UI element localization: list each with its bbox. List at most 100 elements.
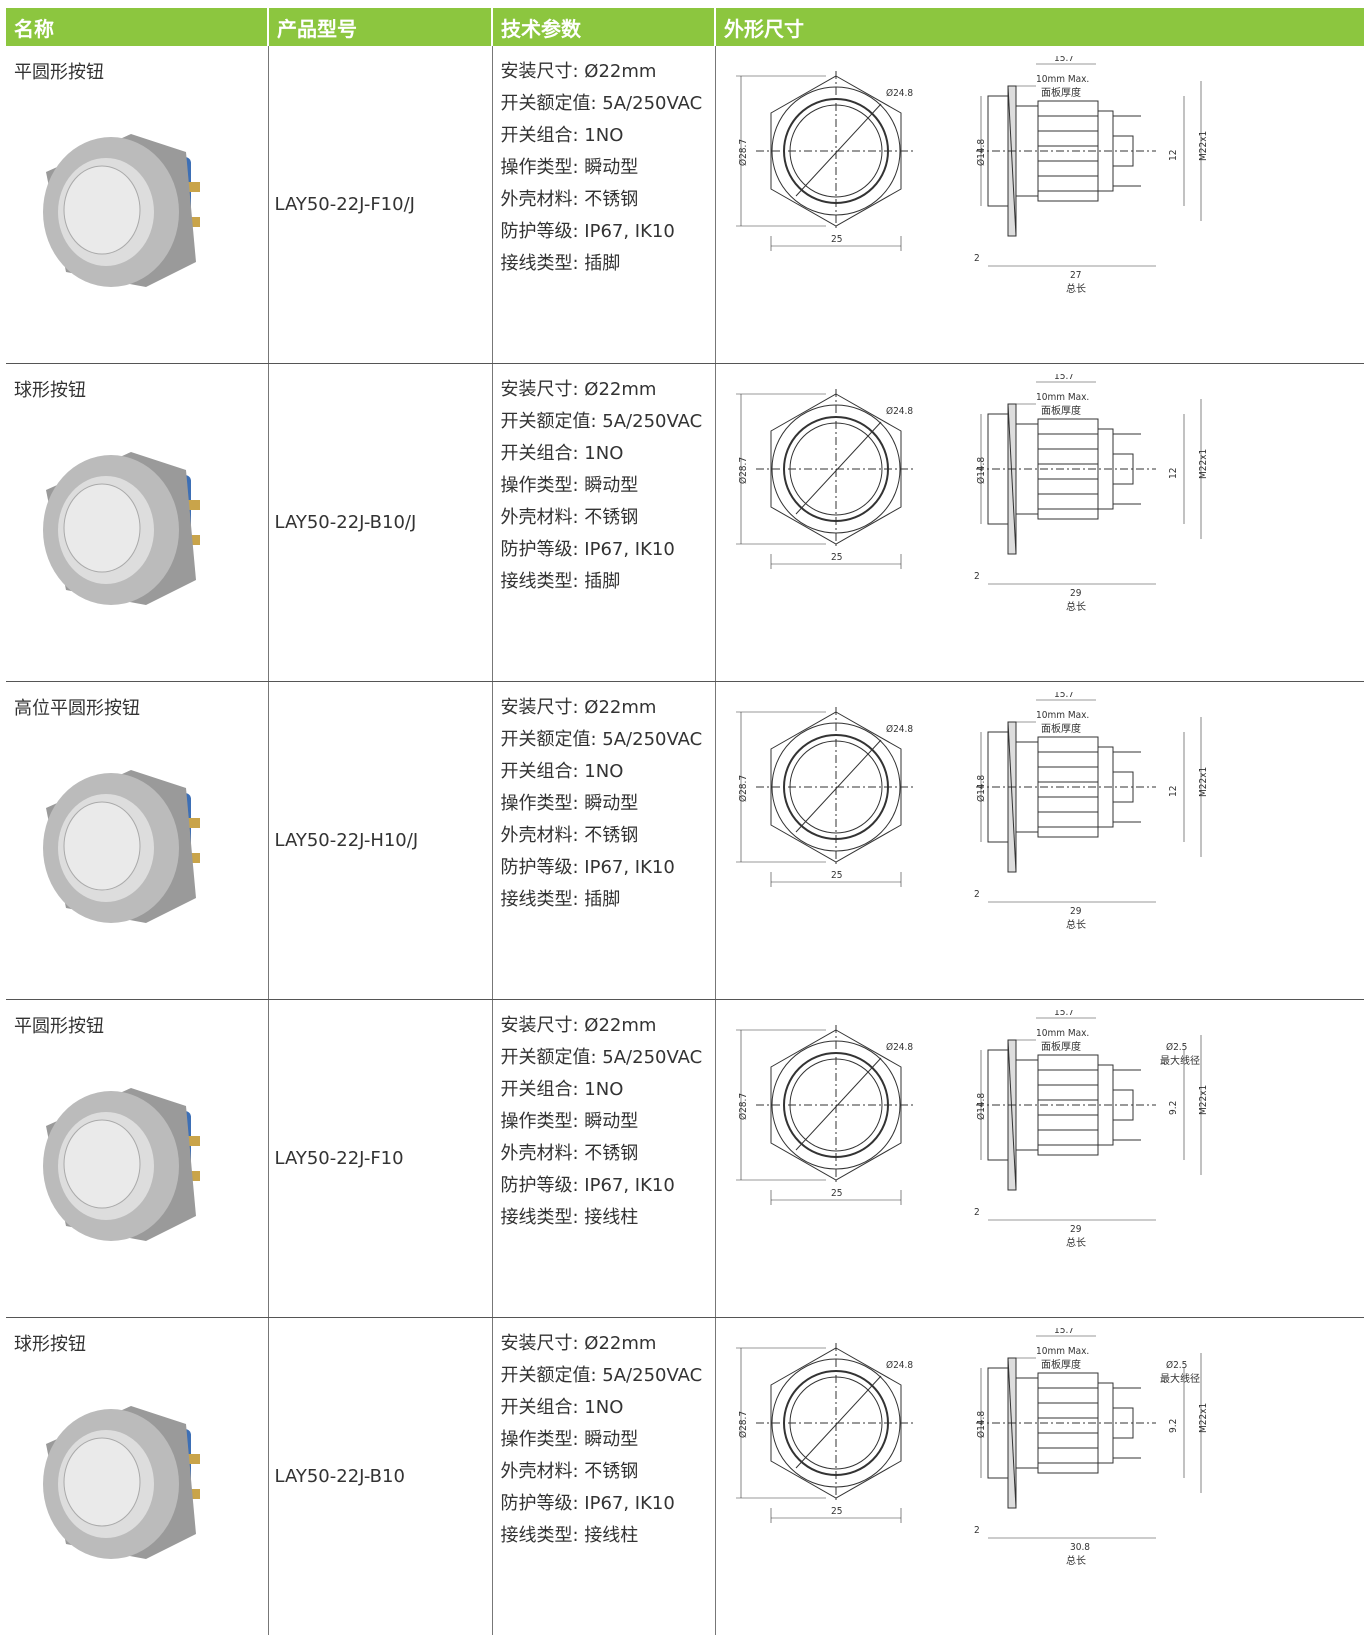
dim-ring-diameter: Ø24.8 [886,87,913,99]
product-name: 平圆形按钮 [6,1000,268,1038]
dim-ring-diameter: Ø24.8 [886,723,913,735]
dim-total-label: 总长 [1066,282,1086,295]
dim-total-label: 总长 [1066,918,1086,931]
spec-item: 安装尺寸: Ø22mm [501,1010,715,1042]
model-number: LAY50-22J-B10 [275,1466,405,1487]
dim-panel-thickness: 10mm Max. [1036,710,1089,721]
dim-top-length: 15.7 [1054,1010,1074,1018]
dim-total-length: 29 [1070,906,1082,917]
name-cell: 球形按钮 [6,1318,268,1635]
spec-item: 开关组合: 1NO [501,1074,715,1106]
model-number: LAY50-22J-H10/J [275,830,419,851]
dim-hex-width: 25 [831,870,842,881]
button-photo [36,112,236,302]
model-cell: LAY50-22J-H10/J [268,682,492,1000]
dims-cell: Ø28.7 Ø24.8 25 15.7 10mm Max. 面板厚度 Ø14.8… [715,46,1364,364]
model-number: LAY50-22J-B10/J [275,512,417,533]
spec-item: 开关额定值: 5A/250VAC [501,1042,715,1074]
model-number: LAY50-22J-F10/J [275,194,415,215]
spec-item: 开关额定值: 5A/250VAC [501,88,715,120]
dim-thread: M22x1 [1198,1085,1209,1115]
spec-item: 开关组合: 1NO [501,756,715,788]
spec-item: 接线类型: 接线柱 [501,1520,715,1552]
dim-hex-width: 25 [831,1188,842,1199]
dim-head-height: 2 [974,1207,980,1218]
spec-item: 外壳材料: 不锈钢 [501,502,715,534]
product-name: 球形按钮 [6,364,268,402]
dim-panel-label: 面板厚度 [1041,86,1081,99]
spec-item: 接线类型: 接线柱 [501,1202,715,1234]
spec-item: 外壳材料: 不锈钢 [501,184,715,216]
dim-thread: M22x1 [1198,131,1209,161]
dim-ring-diameter: Ø24.8 [886,405,913,417]
dim-wire-diameter: Ø2.5 [1166,1041,1187,1053]
dim-total-length: 30.8 [1070,1542,1090,1553]
dim-top-length: 15.7 [1054,56,1074,64]
model-cell: LAY50-22J-F10/J [268,46,492,364]
dims-cell: Ø28.7 Ø24.8 25 15.7 10mm Max. 面板厚度 Ø14.8… [715,364,1364,682]
spec-item: 操作类型: 瞬动型 [501,788,715,820]
dim-wire-label: 最大线径 [1160,1372,1200,1385]
spec-item: 开关组合: 1NO [501,1392,715,1424]
dim-panel-thickness: 10mm Max. [1036,1346,1089,1357]
button-photo [36,748,236,938]
dim-panel-thickness: 10mm Max. [1036,74,1089,85]
spec-item: 防护等级: IP67, IK10 [501,1488,715,1520]
spec-item: 操作类型: 瞬动型 [501,470,715,502]
dim-total-label: 总长 [1066,1554,1086,1567]
dimension-drawing: Ø28.7 Ø24.8 25 15.7 10mm Max. 面板厚度 Ø14.8… [736,1010,1336,1310]
dim-head-diameter: Ø14.8 [975,457,987,484]
dim-total-length: 29 [1070,1224,1082,1235]
dim-head-diameter: Ø14.8 [975,1411,987,1438]
dim-head-height: 2 [974,889,980,900]
dim-panel-thickness: 10mm Max. [1036,1028,1089,1039]
dim-wire-label: 最大线径 [1160,1054,1200,1067]
model-cell: LAY50-22J-B10/J [268,364,492,682]
spec-item: 开关额定值: 5A/250VAC [501,1360,715,1392]
dim-thread: M22x1 [1198,1403,1209,1433]
dims-cell: Ø28.7 Ø24.8 25 15.7 10mm Max. 面板厚度 Ø14.8… [715,682,1364,1000]
dim-total-label: 总长 [1066,1236,1086,1249]
name-cell: 平圆形按钮 [6,46,268,364]
spec-item: 外壳材料: 不锈钢 [501,820,715,852]
dimension-drawing: Ø28.7 Ø24.8 25 15.7 10mm Max. 面板厚度 Ø14.8… [736,56,1336,356]
header-name: 名称 [6,8,268,46]
spec-item: 操作类型: 瞬动型 [501,152,715,184]
dim-pin-spacing: 9.2 [1168,1101,1179,1115]
product-table: 名称 产品型号 技术参数 外形尺寸 平圆形按钮 [6,8,1364,1635]
name-cell: 平圆形按钮 [6,1000,268,1318]
spec-item: 外壳材料: 不锈钢 [501,1456,715,1488]
dim-head-height: 2 [974,571,980,582]
dim-head-height: 2 [974,253,980,264]
dim-total-length: 27 [1070,270,1081,281]
dimension-drawing: Ø28.7 Ø24.8 25 15.7 10mm Max. 面板厚度 Ø14.8… [736,1328,1336,1628]
dim-hex-width: 25 [831,234,842,245]
model-cell: LAY50-22J-F10 [268,1000,492,1318]
dim-panel-label: 面板厚度 [1041,1040,1081,1053]
dim-thread: M22x1 [1198,767,1209,797]
spec-item: 防护等级: IP67, IK10 [501,852,715,884]
dim-ring-diameter: Ø24.8 [886,1359,913,1371]
spec-item: 接线类型: 插脚 [501,566,715,598]
dim-hex-diameter: Ø28.7 [737,775,749,802]
spec-item: 安装尺寸: Ø22mm [501,1328,715,1360]
dim-top-length: 15.7 [1054,692,1074,700]
dim-pin-spacing: 12 [1168,786,1179,797]
dim-head-diameter: Ø14.8 [975,1093,987,1120]
dim-hex-width: 25 [831,552,842,563]
dim-hex-diameter: Ø28.7 [737,1411,749,1438]
